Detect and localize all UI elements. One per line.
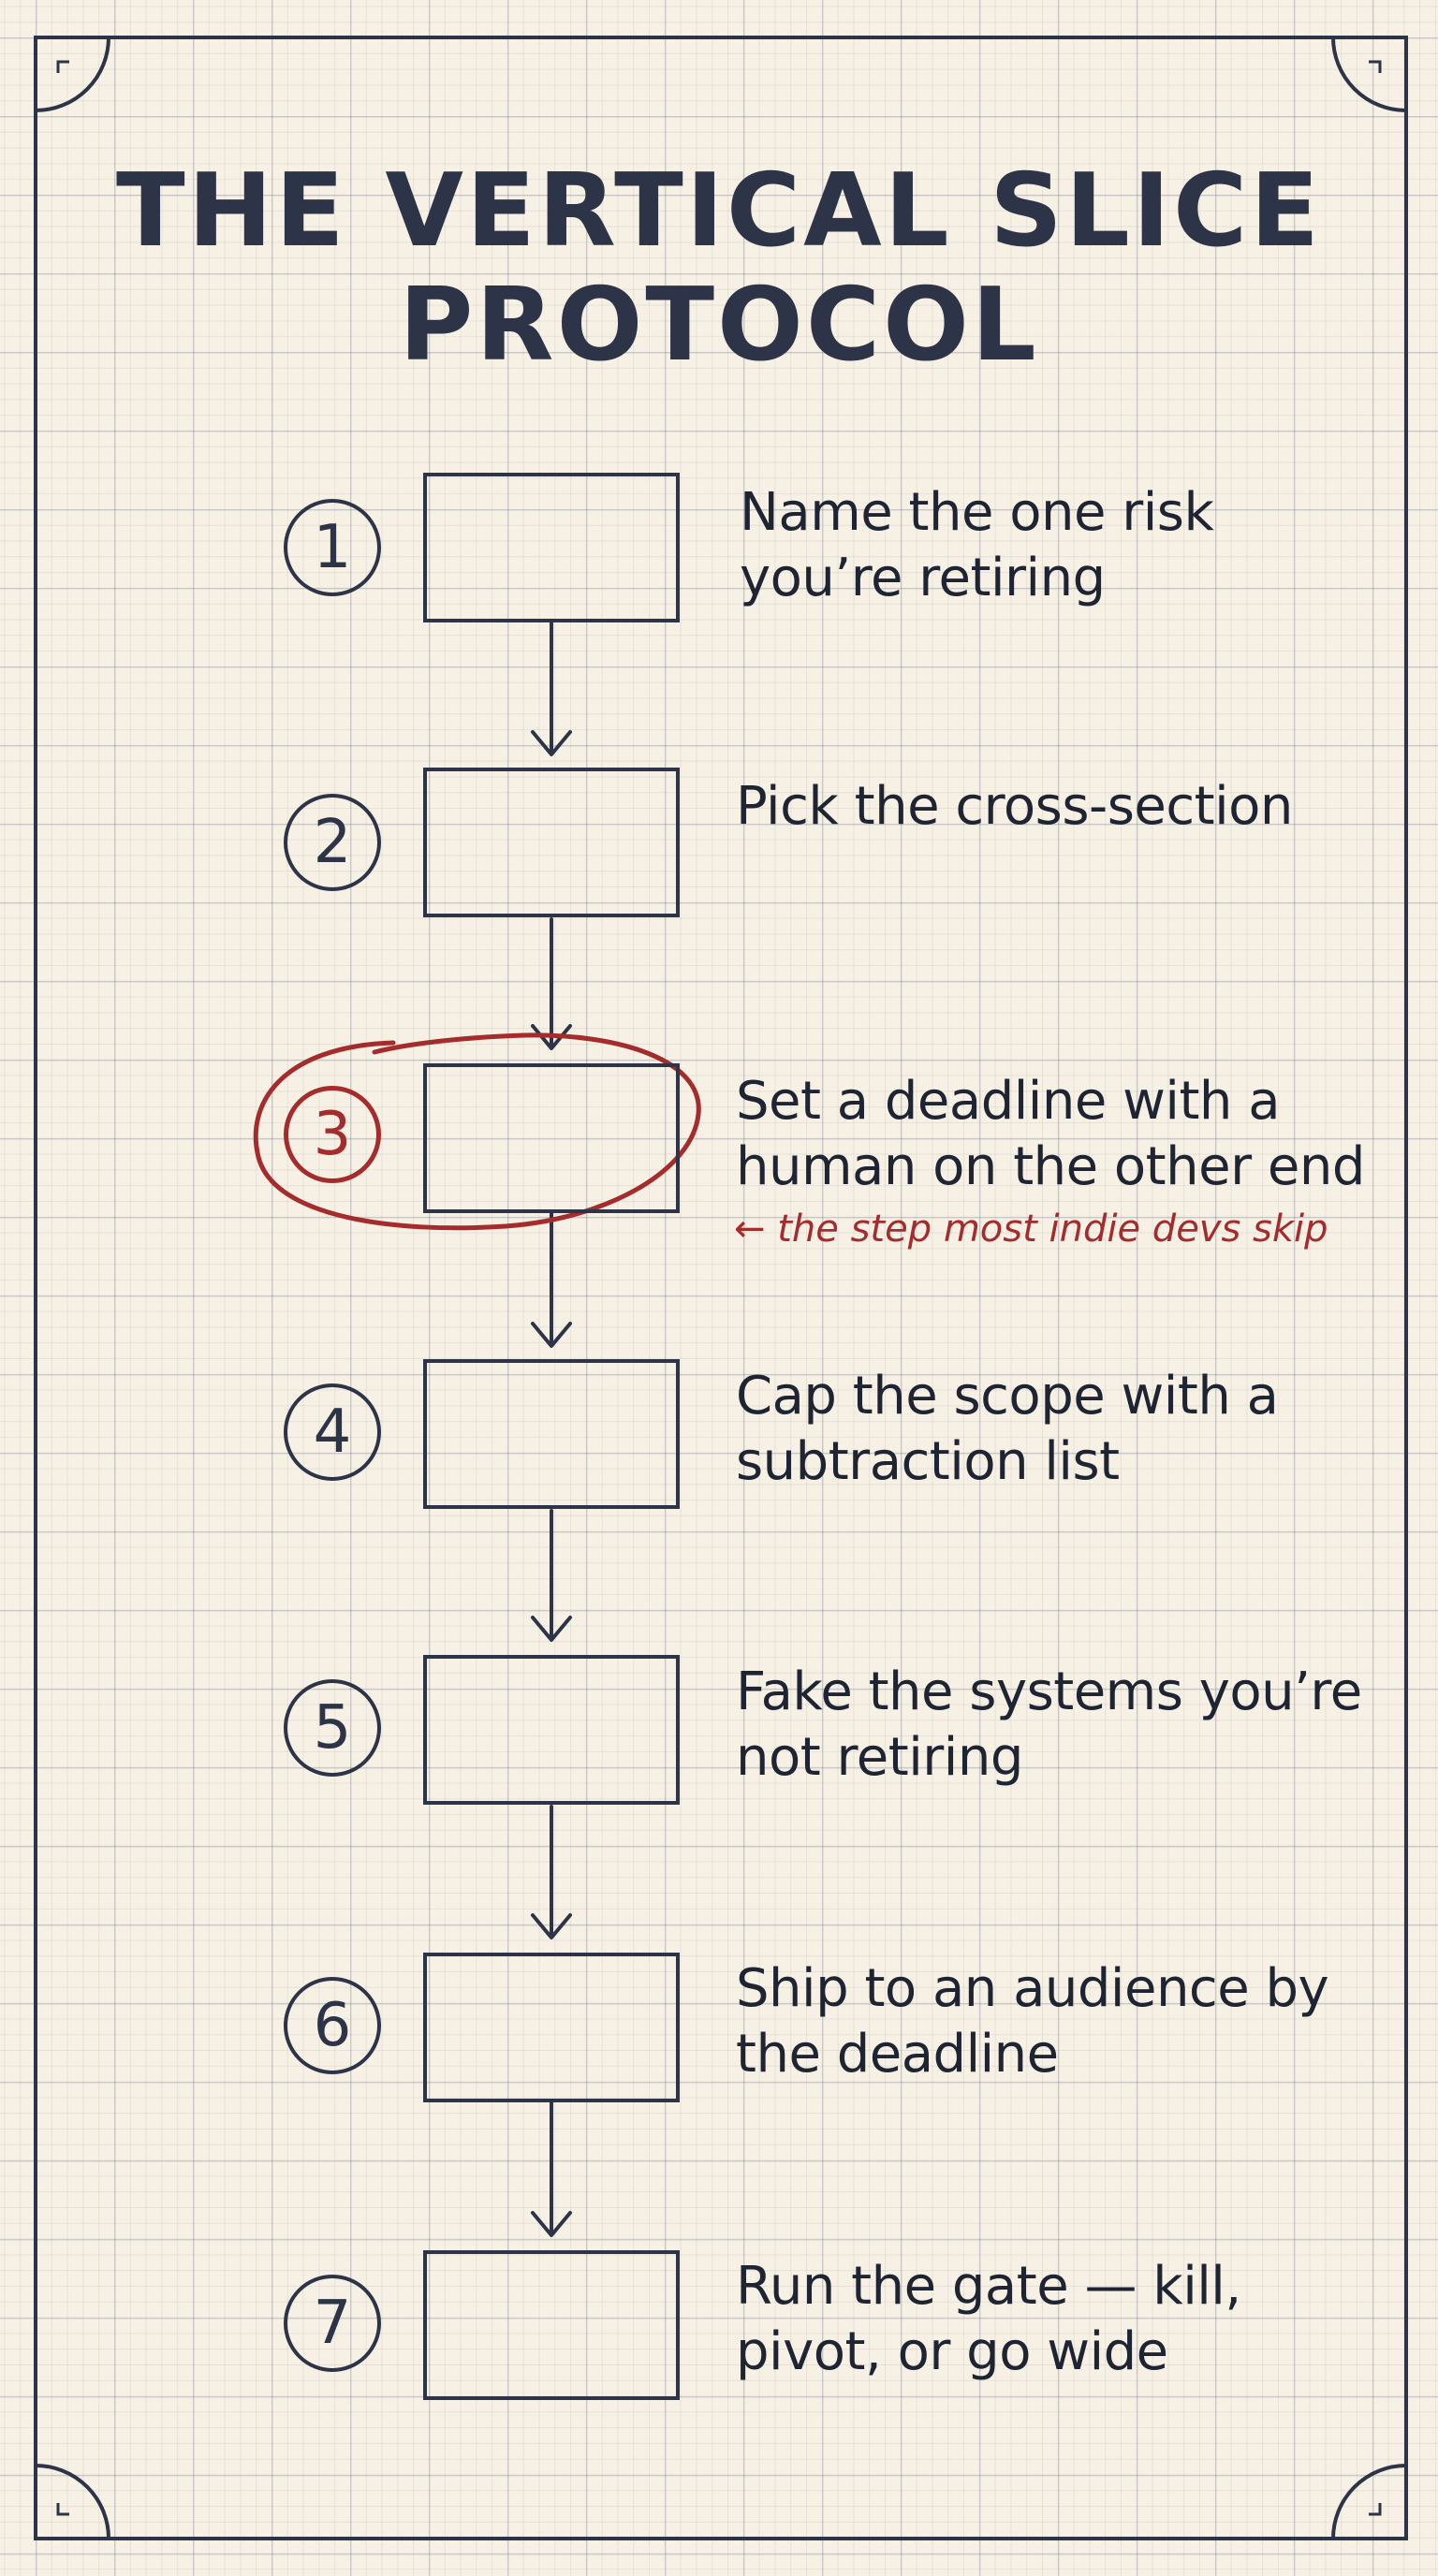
step-2-text: Pick the cross-section bbox=[736, 776, 1293, 837]
page-title-line-1: THE VERTICAL SLICE bbox=[115, 153, 1323, 270]
step-7-text: Run the gate — kill, pivot, or go wide bbox=[736, 2256, 1241, 2382]
step-2-box bbox=[423, 768, 680, 917]
step-4-number: 4 bbox=[313, 1398, 352, 1467]
step-1-number: 1 bbox=[313, 513, 352, 582]
corner-bracket-bottom-left bbox=[35, 2464, 110, 2539]
step-1-number-circle: 1 bbox=[284, 499, 381, 596]
step-5-text: Fake the systems you’re not retiring bbox=[736, 1661, 1362, 1788]
step-2-number: 2 bbox=[313, 808, 352, 877]
step-3-number: 3 bbox=[313, 1100, 352, 1169]
connector-arrow-1-2 bbox=[531, 622, 572, 756]
step-7-number: 7 bbox=[313, 2289, 352, 2358]
step-3-box bbox=[423, 1063, 680, 1213]
step-5-number-circle: 5 bbox=[284, 1679, 381, 1777]
step-6-box bbox=[423, 1953, 680, 2102]
connector-arrow-2-3 bbox=[531, 917, 572, 1050]
step-6-number-circle: 6 bbox=[284, 1977, 381, 2074]
corner-bracket-top-right bbox=[1331, 37, 1407, 112]
highlight-ellipse bbox=[253, 1032, 701, 1231]
step-6-number: 6 bbox=[313, 1991, 352, 2060]
corner-bracket-bottom-right bbox=[1331, 2464, 1407, 2539]
step-4-text: Cap the scope with a subtraction list bbox=[736, 1366, 1279, 1492]
step-2-number-circle: 2 bbox=[284, 794, 381, 891]
step-4-box bbox=[423, 1359, 680, 1509]
page-title-line-2: PROTOCOL bbox=[399, 267, 1039, 384]
step-5-box bbox=[423, 1655, 680, 1805]
step-3-text: Set a deadline with a human on the other… bbox=[736, 1071, 1365, 1197]
step-1-box bbox=[423, 473, 680, 622]
step-7-box bbox=[423, 2250, 680, 2400]
connector-arrow-5-6 bbox=[531, 1805, 572, 1939]
connector-arrow-4-5 bbox=[531, 1509, 572, 1642]
step-7-number-circle: 7 bbox=[284, 2275, 381, 2372]
step-1-text: Name the one risk you’re retiring bbox=[740, 482, 1214, 608]
flow-connectors bbox=[531, 622, 572, 2237]
step-3-number-circle: 3 bbox=[284, 1086, 381, 1183]
step-5-number: 5 bbox=[313, 1693, 352, 1763]
connector-arrow-6-7 bbox=[531, 2100, 572, 2237]
step-4-number-circle: 4 bbox=[284, 1383, 381, 1481]
connector-arrow-3-4 bbox=[531, 1211, 572, 1348]
step-6-text: Ship to an audience by the deadline bbox=[736, 1958, 1329, 2085]
corner-bracket-top-left bbox=[35, 37, 110, 112]
step-3-annotation: ← the step most indie devs skip bbox=[734, 1208, 1328, 1251]
